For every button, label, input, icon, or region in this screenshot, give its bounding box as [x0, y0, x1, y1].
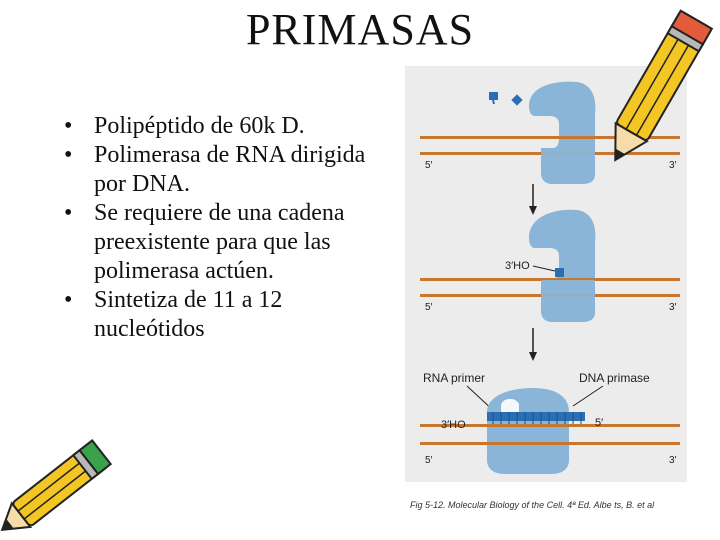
- label-3ho: 3′HO: [441, 419, 466, 431]
- strand-label-3prime: 3′: [669, 455, 677, 466]
- primase-enzyme: [487, 388, 569, 474]
- primer-ticks: [492, 412, 582, 424]
- dna-strand: [420, 442, 680, 445]
- strand-label-5prime: 5′: [425, 160, 433, 171]
- dna-strand: [420, 424, 680, 427]
- step-arrow-head: [529, 352, 537, 361]
- strand-label-3prime: 3′: [669, 160, 677, 171]
- nucleotide-icon: [511, 94, 523, 106]
- bullet-item: Sintetiza de 11 a 12 nucleótidos: [60, 286, 390, 344]
- primase-enzyme-lower: [541, 148, 595, 184]
- label-dna-primase: DNA primase: [579, 371, 650, 385]
- bullet-item: Polimerasa de RNA dirigida por DNA.: [60, 141, 390, 199]
- primer-pointer: [532, 265, 556, 272]
- strand-label-5prime: 5′: [425, 455, 433, 466]
- step-arrow-head: [529, 206, 537, 215]
- bullet-item: Polipéptido de 60k D.: [60, 112, 390, 141]
- label-rna-primer: RNA primer: [423, 371, 485, 385]
- pencil-icon: [614, 9, 714, 162]
- figure-caption: Fig 5-12. Molecular Biology of the Cell.…: [410, 500, 655, 510]
- label-pointer: [572, 385, 604, 407]
- nucleotide-icon: [489, 92, 498, 100]
- slide-title: PRIMASAS: [245, 5, 475, 54]
- bullet-list: Polipéptido de 60k D. Polimerasa de RNA …: [60, 112, 390, 344]
- primase-enzyme-bump: [501, 398, 519, 412]
- strand-label-5prime: 5′: [425, 302, 433, 313]
- bullet-item: Se requiere de una cadena preexistente p…: [60, 199, 390, 286]
- dna-strand: [420, 136, 680, 139]
- strand-label-5prime-primer: 5′: [595, 417, 603, 429]
- rna-primer-strand: [487, 412, 585, 421]
- strand-label-3prime: 3′: [669, 302, 677, 313]
- primase-diagram: 5′ 3′ 3′HO 5′ 3′ RNA primer DNA primase: [420, 81, 680, 474]
- pencil-icon: [0, 439, 113, 532]
- label-3ho: 3′HO: [505, 260, 530, 272]
- nucleotide-tail: [492, 99, 495, 105]
- dna-strand: [420, 278, 680, 281]
- primer-nucleotide: [555, 268, 564, 277]
- primase-enzyme-lower: [541, 280, 595, 322]
